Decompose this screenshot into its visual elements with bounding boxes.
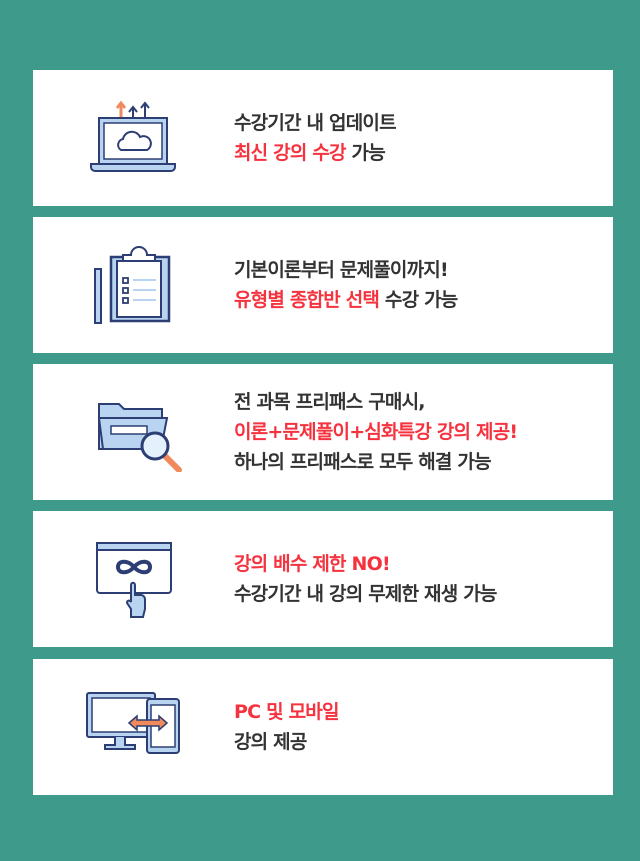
feature-text: 강의 배수 제한 NO! 수강기간 내 강의 무제한 재생 가능	[234, 511, 497, 647]
highlight-text: 이론+문제풀이+심화특강 강의 제공!	[234, 421, 518, 443]
feature-card-freepass: 전 과목 프리패스 구매시, 이론+문제풀이+심화특강 강의 제공! 하나의 프리패…	[33, 364, 613, 500]
feature-line: 강의 배수 제한 NO!	[234, 549, 497, 579]
highlight-text: 최신 강의 수강	[234, 142, 347, 164]
feature-line: 수강기간 내 업데이트	[234, 108, 397, 138]
body-text: 수강기간 내 강의 무제한 재생 가능	[234, 583, 497, 605]
feature-line: 기본이론부터 문제풀이까지!	[234, 255, 457, 285]
infinity-touch-icon	[96, 542, 172, 618]
feature-line: 이론+문제풀이+심화특강 강의 제공!	[234, 417, 518, 447]
feature-card-unlimited: 강의 배수 제한 NO! 수강기간 내 강의 무제한 재생 가능	[33, 511, 613, 647]
highlight-text: 유형별 종합반 선택	[234, 289, 380, 311]
feature-text: 기본이론부터 문제풀이까지! 유형별 종합반 선택 수강 가능	[234, 217, 458, 353]
laptop-cloud-upload-icon	[90, 100, 176, 172]
body-text: 수강 가능	[379, 289, 458, 311]
body-text: 전 과목 프리패스 구매시,	[234, 391, 425, 413]
feature-card-curriculum: 기본이론부터 문제풀이까지! 유형별 종합반 선택 수강 가능	[33, 217, 613, 353]
folder-search-icon	[97, 403, 182, 472]
feature-line: 최신 강의 수강 가능	[234, 138, 396, 168]
feature-line: 유형별 종합반 선택 수강 가능	[234, 285, 458, 315]
pc-mobile-sync-icon	[86, 692, 180, 754]
feature-line: PC 및 모바일	[234, 697, 339, 727]
body-text: 기본이론부터 문제풀이까지!	[234, 259, 449, 281]
feature-line: 전 과목 프리패스 구매시,	[234, 387, 517, 417]
body-text: 수강기간 내 업데이트	[234, 112, 397, 134]
feature-line: 하나의 프리패스로 모두 해결 가능	[234, 447, 517, 477]
body-text: 하나의 프리패스로 모두 해결 가능	[234, 451, 492, 473]
feature-line: 강의 제공	[234, 727, 339, 757]
highlight-text: PC 및 모바일	[234, 701, 339, 723]
highlight-text: 강의 배수 제한 NO!	[234, 553, 391, 575]
body-text: 강의 제공	[234, 731, 307, 753]
feature-text: 전 과목 프리패스 구매시, 이론+문제풀이+심화특강 강의 제공! 하나의 프리패…	[234, 364, 518, 500]
clipboard-checklist-icon	[94, 246, 171, 324]
feature-line: 수강기간 내 강의 무제한 재생 가능	[234, 579, 497, 609]
body-text: 가능	[345, 142, 386, 164]
